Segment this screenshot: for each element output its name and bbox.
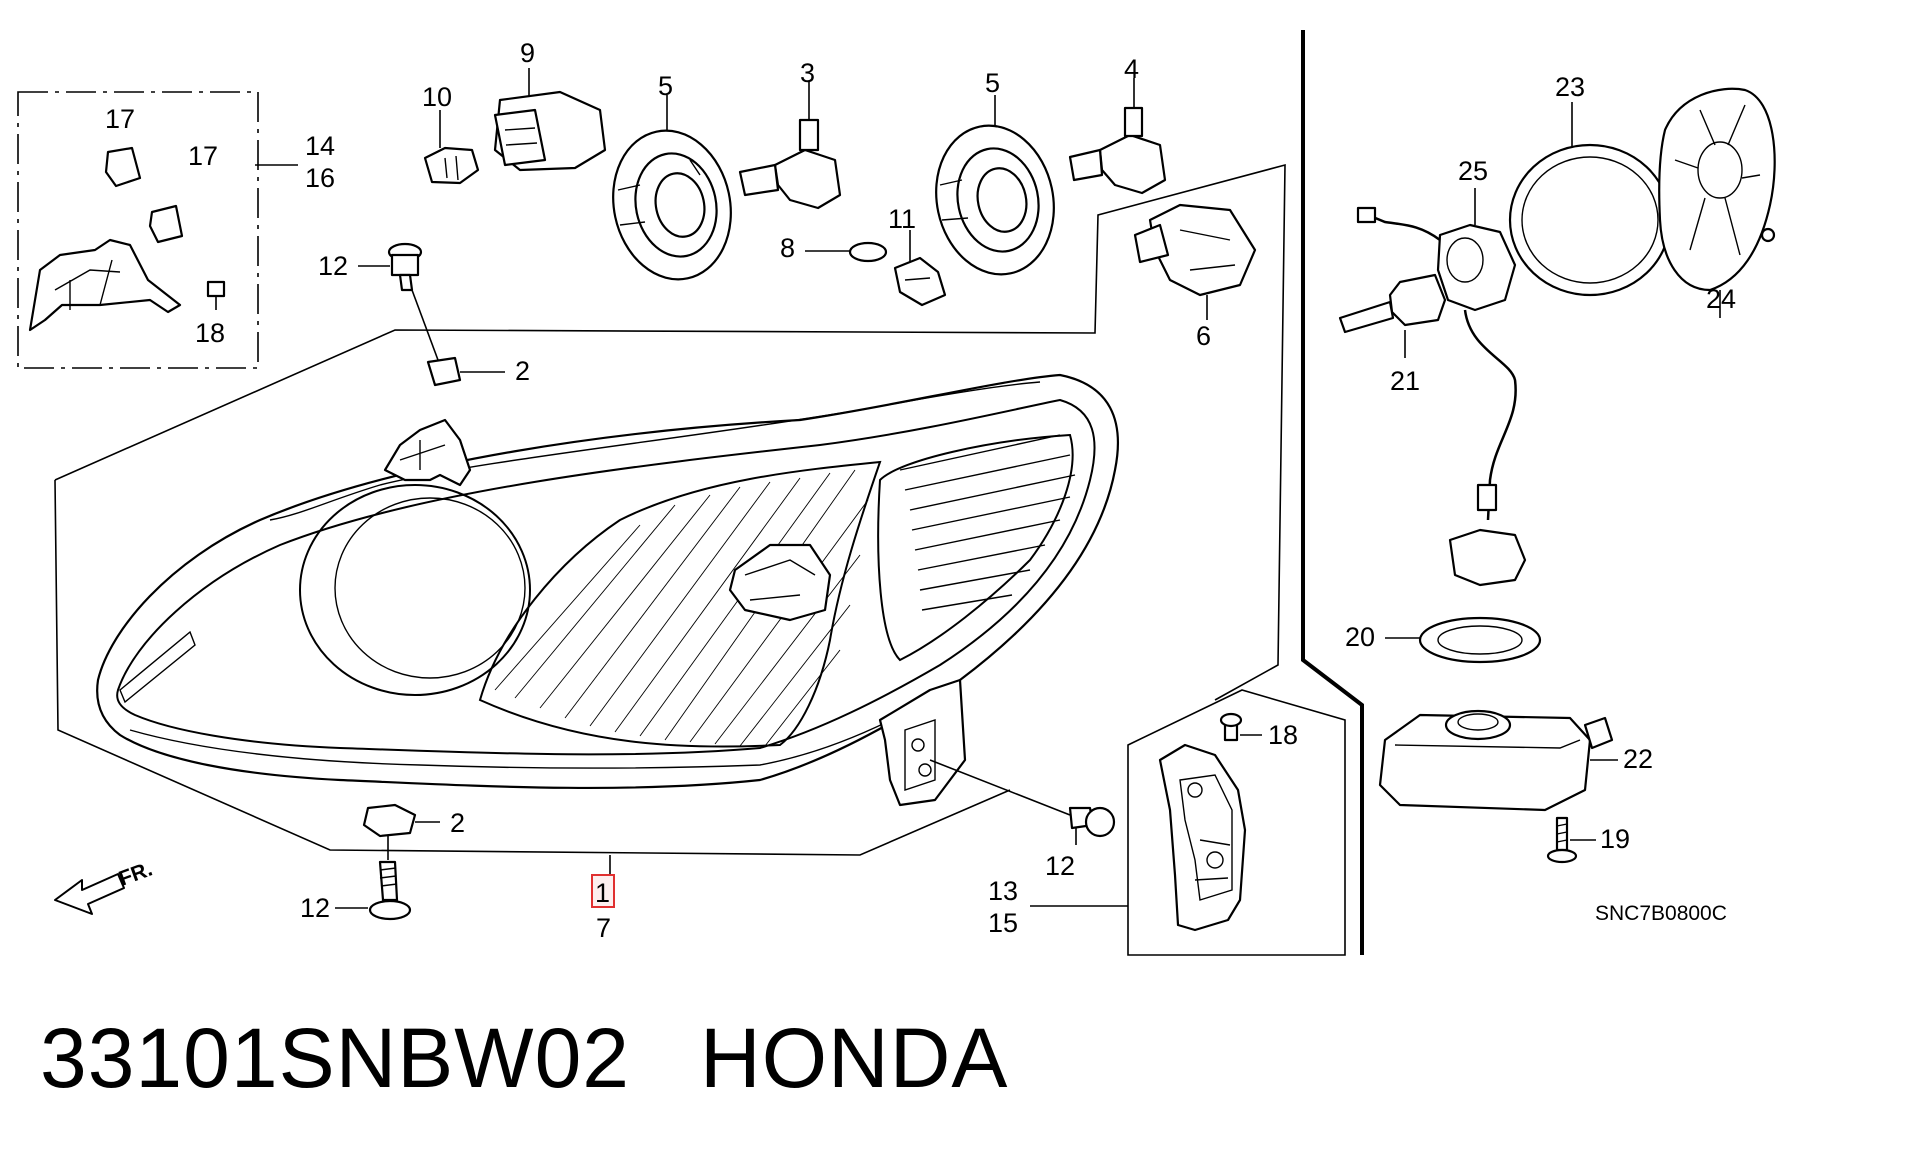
bulb-21 bbox=[1338, 273, 1447, 358]
label-17-b: 17 bbox=[188, 141, 218, 171]
label-20: 20 bbox=[1345, 622, 1375, 652]
label-16: 16 bbox=[305, 163, 335, 193]
clip-2-top bbox=[426, 356, 505, 387]
socket-9 bbox=[493, 68, 607, 172]
label-21: 21 bbox=[1390, 366, 1420, 396]
label-18-a: 18 bbox=[195, 318, 225, 348]
bulb-3 bbox=[738, 82, 842, 210]
headlight-assembly bbox=[96, 373, 1119, 807]
label-22: 22 bbox=[1623, 744, 1653, 774]
frame-lines bbox=[17, 30, 1364, 956]
label-19: 19 bbox=[1600, 824, 1630, 854]
label-23: 23 bbox=[1555, 72, 1585, 102]
bulb-10 bbox=[423, 110, 480, 185]
label-4: 4 bbox=[1124, 54, 1139, 84]
label-3: 3 bbox=[800, 58, 815, 88]
label-9: 9 bbox=[520, 38, 535, 68]
ring-23 bbox=[1508, 102, 1672, 297]
label-5-left: 5 bbox=[658, 71, 673, 101]
label-7: 7 bbox=[596, 913, 611, 943]
gasket-20 bbox=[1385, 616, 1542, 664]
bolt-12-mid bbox=[929, 759, 1116, 845]
label-15: 15 bbox=[988, 908, 1018, 938]
label-2-top: 2 bbox=[515, 356, 530, 386]
bulb-8 bbox=[805, 241, 888, 263]
label-1: 1 bbox=[595, 878, 610, 908]
part-number: 33101SNBW02 bbox=[40, 1011, 631, 1105]
label-12-top: 12 bbox=[318, 251, 348, 281]
label-24: 24 bbox=[1706, 284, 1736, 314]
seal-5-left bbox=[612, 95, 732, 281]
diagram-code: SNC7B0800C bbox=[1595, 902, 1727, 925]
socket-11 bbox=[893, 230, 947, 307]
bracket-13-15 bbox=[1158, 712, 1262, 932]
front-direction-label: FR. bbox=[116, 858, 156, 891]
label-11: 11 bbox=[888, 204, 916, 234]
label-2-bottom: 2 bbox=[450, 808, 465, 838]
label-10: 10 bbox=[422, 82, 452, 112]
highlight-box bbox=[591, 874, 615, 908]
label-5-right: 5 bbox=[985, 68, 1000, 98]
seal-5-right bbox=[935, 95, 1055, 276]
label-17-a: 17 bbox=[105, 104, 135, 134]
callout-labels: 9 10 5 3 5 4 8 11 6 17 17 14 16 18 12 2 … bbox=[105, 38, 1736, 943]
brand-name: HONDA bbox=[700, 1011, 1009, 1105]
igniter-25 bbox=[1356, 188, 1527, 587]
label-6: 6 bbox=[1196, 321, 1211, 351]
footer-title: 33101SNBW02 HONDA bbox=[40, 1010, 1008, 1107]
label-12-mid: 12 bbox=[1045, 851, 1075, 881]
leader-lines bbox=[255, 164, 1128, 907]
clip-2-bottom bbox=[362, 803, 440, 860]
ballast-22 bbox=[1378, 709, 1618, 864]
cap-24 bbox=[1658, 87, 1776, 318]
label-13: 13 bbox=[988, 876, 1018, 906]
label-18-b: 18 bbox=[1268, 720, 1298, 750]
bolt-12-bottom bbox=[335, 860, 412, 921]
label-14: 14 bbox=[305, 131, 335, 161]
bracket-14-16 bbox=[28, 146, 226, 332]
label-8: 8 bbox=[780, 233, 795, 263]
label-12-bottom: 12 bbox=[300, 893, 330, 923]
bulb-4 bbox=[1068, 78, 1167, 195]
bolt-12-top bbox=[358, 242, 439, 361]
label-25: 25 bbox=[1458, 156, 1488, 186]
front-direction-arrow: FR. bbox=[54, 858, 156, 915]
actuator-6 bbox=[1133, 203, 1257, 320]
